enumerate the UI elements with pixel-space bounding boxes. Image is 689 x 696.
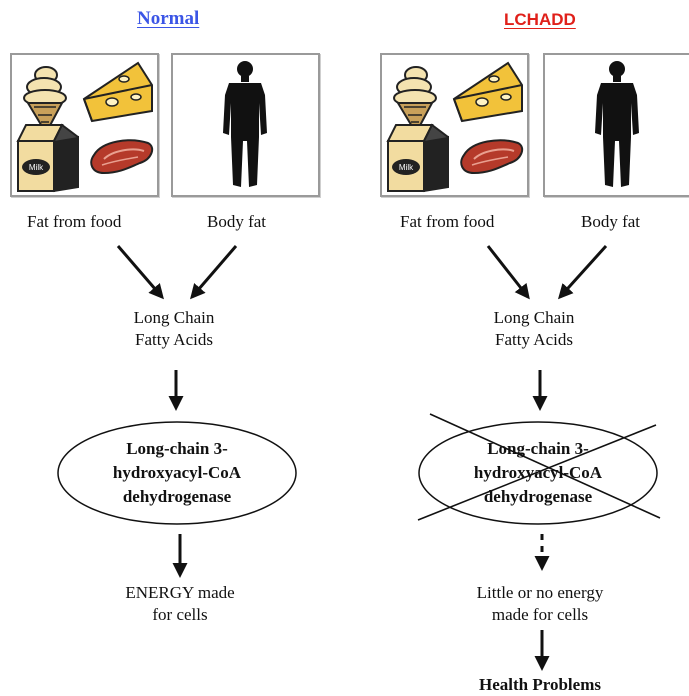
- body-image-lchadd: [543, 53, 689, 197]
- result-label-normal: ENERGY made for cells: [80, 582, 280, 626]
- food-image-normal: Milk: [10, 53, 159, 197]
- ice-cream-icon: [23, 66, 67, 136]
- cross-line-2: [417, 424, 657, 521]
- arrow-food-to-acids-normal: [116, 245, 164, 300]
- arrow-body-to-acids-lchadd: [557, 244, 608, 300]
- cheese-icon: [452, 61, 523, 123]
- cross-line-1: [429, 413, 661, 519]
- enzyme-line2: hydroxyacyl-CoA: [112, 463, 242, 482]
- cheese-icon: [82, 61, 153, 123]
- fatty-acids-line2: Fatty Acids: [495, 330, 573, 349]
- enzyme-line3: dehydrogenase: [122, 487, 232, 506]
- svg-text:Milk: Milk: [399, 163, 414, 172]
- enzyme-ellipse-normal: [57, 421, 297, 525]
- fat-from-food-label-lchadd: Fat from food: [400, 212, 495, 231]
- fat-from-food-label-normal: Fat from food: [27, 212, 122, 231]
- lchadd-title: LCHADD: [504, 10, 576, 29]
- body-image-normal: [171, 53, 320, 197]
- fatty-acids-label-lchadd: Long Chain Fatty Acids: [434, 307, 634, 351]
- steak-icon: [90, 139, 154, 175]
- milk-carton-icon: Milk: [386, 123, 449, 193]
- milk-carton-icon: Milk: [16, 123, 79, 193]
- normal-title: Normal: [137, 8, 200, 29]
- body-fat-label-normal: Body fat: [207, 212, 267, 231]
- result-line1: ENERGY made: [125, 583, 235, 602]
- enzyme-text-normal: Long-chain 3- hydroxyacyl-CoA dehydrogen…: [55, 437, 299, 509]
- enzyme-line1: Long-chain 3-: [126, 439, 228, 458]
- fatty-acids-line1: Long Chain: [133, 308, 215, 327]
- human-silhouette-icon: [223, 61, 267, 187]
- svg-text:Milk: Milk: [29, 163, 44, 172]
- enzyme-line1: Long-chain 3-: [487, 439, 589, 458]
- ice-cream-icon: [393, 66, 437, 136]
- result-line2: for cells: [152, 605, 208, 624]
- enzyme-line3: dehydrogenase: [483, 487, 593, 506]
- fatty-acids-line2: Fatty Acids: [135, 330, 213, 349]
- result-line2: made for cells: [491, 605, 589, 624]
- result-line1: Little or no energy: [476, 583, 604, 602]
- fatty-acids-label-normal: Long Chain Fatty Acids: [74, 307, 274, 351]
- health-problems-label: Health Problems: [479, 675, 601, 694]
- body-fat-label-lchadd: Body fat: [581, 212, 641, 231]
- human-silhouette-icon: [595, 61, 639, 187]
- result-label-lchadd: Little or no energy made for cells: [440, 582, 640, 626]
- food-image-lchadd: Milk: [380, 53, 529, 197]
- arrow-food-to-acids-lchadd: [486, 245, 530, 300]
- steak-icon: [460, 139, 524, 175]
- fatty-acids-line1: Long Chain: [493, 308, 575, 327]
- arrow-body-to-acids-normal: [190, 245, 238, 300]
